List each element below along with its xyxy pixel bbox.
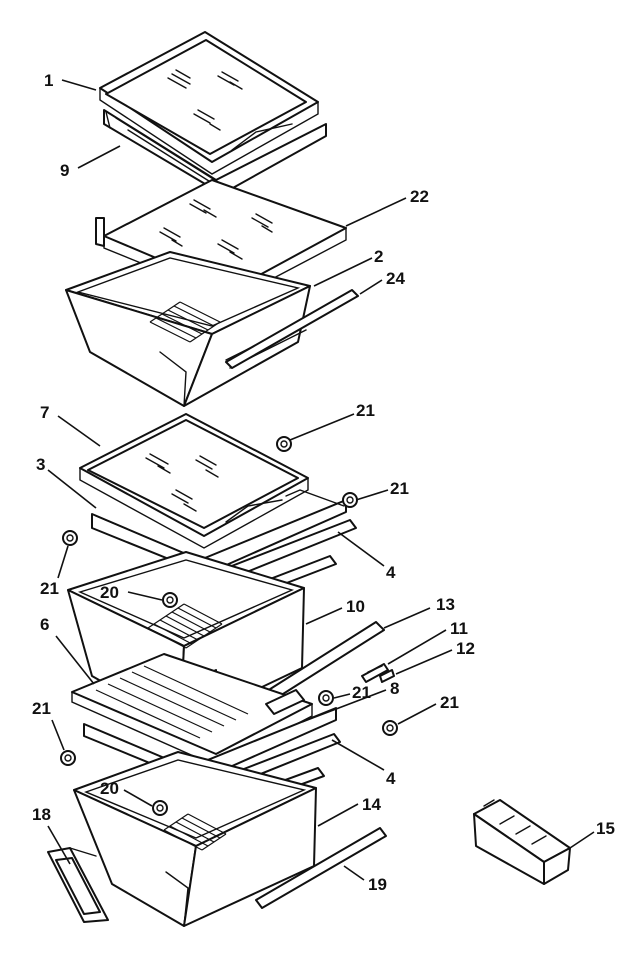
leader-4a [337,531,385,567]
screw-21-c [62,530,78,546]
callout-12: 12 [456,639,475,658]
callout-14: 14 [362,795,381,814]
dairy-bin-15 [473,799,571,885]
leader-20b [123,789,153,807]
crisper-drawer-upper [65,251,311,407]
callout-6: 6 [40,615,50,634]
fastener-20-upper [162,592,178,608]
callout-24: 24 [386,269,405,288]
callout-20-a: 20 [100,583,119,602]
callout-21-f: 21 [32,699,51,718]
screw-21-f [60,750,76,766]
leader-21f [51,719,65,751]
leader-21a [289,413,355,441]
glass-shelf-7 [79,413,309,549]
fastener-20-lower [152,800,168,816]
leader-21b [355,489,389,501]
leader-9 [77,145,121,169]
callout-21-a: 21 [356,401,375,420]
crisper-drawer-14 [73,751,317,927]
leader-4b [331,739,385,771]
callout-11: 11 [450,619,468,638]
leader-21e [397,703,437,725]
leader-22 [345,197,407,227]
leader-24 [359,279,383,295]
callout-21-b: 21 [390,479,409,498]
slide-11 [361,663,389,683]
glass-shelf-top [99,31,319,175]
leader-1 [61,79,97,91]
leader-20a [127,591,163,601]
bracket-12 [379,669,395,683]
leader-21c [57,545,69,579]
screw-21-b [342,492,358,508]
callout-21-d: 21 [352,683,371,702]
screw-21-a [276,436,292,452]
callout-4-a: 4 [386,563,396,582]
callout-20-b: 20 [100,779,119,798]
callout-22: 22 [410,187,429,206]
leader-12 [395,649,453,675]
rail-19 [255,827,387,909]
shelf-frame-upper [103,109,327,195]
callout-4-b: 4 [386,769,396,788]
leader-8 [301,689,387,723]
leader-11 [387,629,447,665]
clip-8 [265,689,305,715]
callout-21-c: 21 [40,579,59,598]
callout-7: 7 [40,403,50,422]
callout-15: 15 [596,819,615,838]
callout-2: 2 [374,247,384,266]
leader-21d [333,693,351,699]
leader-19 [343,865,365,881]
callout-10: 10 [346,597,365,616]
leader-15 [569,831,595,849]
leader-6 [55,635,95,685]
leader-7 [57,415,101,447]
callout-18: 18 [32,805,51,824]
leader-13 [383,607,431,629]
screw-21-d [318,690,334,706]
leader-2 [313,257,373,287]
callout-9: 9 [60,161,70,180]
rail-24 [225,289,359,369]
callout-8: 8 [390,679,400,698]
leader-18 [47,825,71,865]
screw-21-e [382,720,398,736]
callout-3: 3 [36,455,46,474]
leader-3 [47,469,97,509]
callout-1: 1 [44,71,54,90]
label-holder-18 [47,847,109,923]
leader-10 [305,607,343,625]
callout-21-e: 21 [440,693,459,712]
callout-19: 19 [368,875,387,894]
leader-lines [47,79,595,881]
leader-14 [317,803,359,827]
callout-13: 13 [436,595,455,614]
